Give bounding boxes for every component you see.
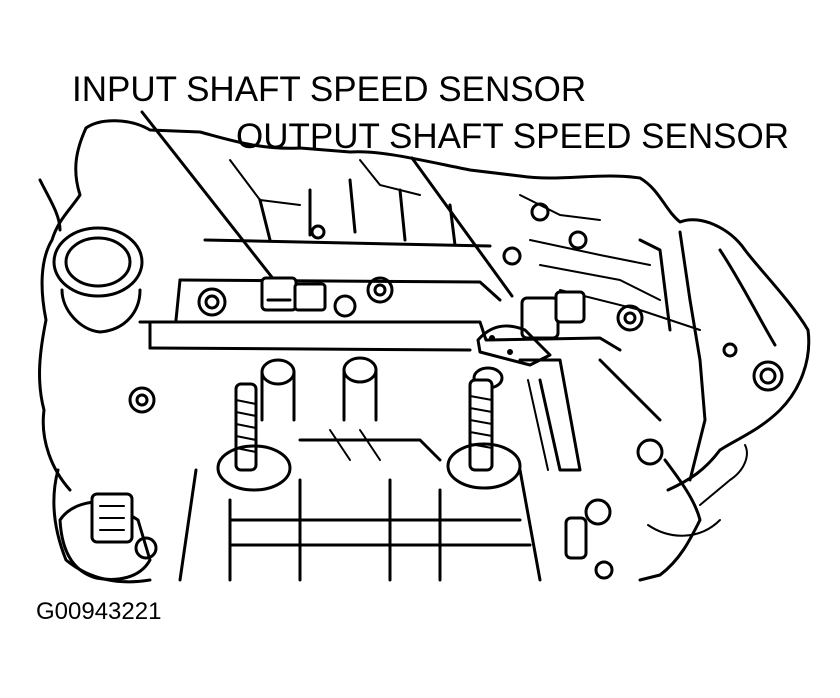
output-shaft-speed-sensor xyxy=(476,290,586,367)
input-shaft-speed-sensor-label: INPUT SHAFT SPEED SENSOR xyxy=(72,70,587,109)
right-small-stud xyxy=(564,516,614,580)
input-shaft-speed-sensor xyxy=(260,276,327,312)
left-bore-port xyxy=(52,226,144,334)
output-sensor-leader-line xyxy=(410,156,514,298)
figure-id: G00943221 xyxy=(36,598,162,625)
valve-body-plate xyxy=(138,159,701,352)
lower-frame xyxy=(178,358,582,582)
bolt-holes xyxy=(128,202,784,526)
left-stud xyxy=(216,382,292,492)
right-housing xyxy=(598,230,777,482)
transmission-case-outline xyxy=(38,119,811,584)
input-sensor-leader-line xyxy=(140,110,284,292)
right-stud xyxy=(446,378,522,490)
cylindrical-bosses xyxy=(260,356,504,422)
bottom-left-connector xyxy=(58,492,158,581)
